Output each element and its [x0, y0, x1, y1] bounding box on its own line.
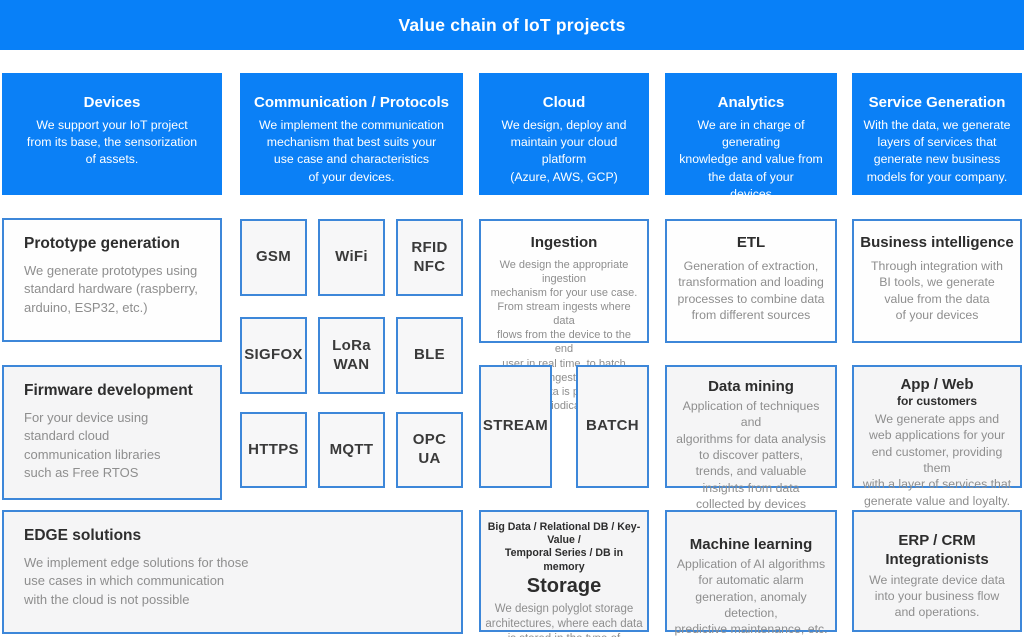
protocol-box-sigfox: SIGFOX	[240, 317, 307, 394]
firmware-development-card: Firmware development For your device usi…	[2, 365, 222, 500]
header-communication-title: Communication / Protocols	[253, 94, 449, 111]
header-cloud-title: Cloud	[542, 94, 586, 111]
storage-db-types: Big Data / Relational DB / Key-Value / T…	[487, 521, 641, 573]
business-intelligence-title: Business intelligence	[860, 234, 1014, 251]
header-communication-desc: We implement the communication mechanism…	[259, 118, 444, 184]
protocol-box-gsm: GSM	[240, 219, 307, 296]
protocol-box-mqtt: MQTT	[318, 412, 385, 488]
app-web-title: App / Web	[900, 376, 974, 393]
app-web-desc: We generate apps and web applications fo…	[862, 412, 1012, 508]
edge-solutions-desc: We implement edge solutions for those us…	[24, 555, 249, 607]
batch-box: BATCH	[576, 365, 649, 488]
business-intelligence-desc: Through integration with BI tools, we ge…	[871, 259, 1003, 323]
protocol-box-lorawan: LoRa WAN	[318, 317, 385, 394]
header-cloud: Cloud We design, deploy and maintain you…	[479, 73, 649, 195]
machine-learning-title: Machine learning	[689, 536, 813, 553]
protocol-box-opc-ua: OPC UA	[396, 412, 463, 488]
etl-card: ETL Generation of extraction, transforma…	[665, 219, 837, 343]
machine-learning-desc: Application of AI algorithms for automat…	[674, 557, 828, 637]
machine-learning-card: Machine learning Application of AI algor…	[665, 510, 837, 636]
prototype-generation-title: Prototype generation	[24, 235, 180, 252]
header-service-generation-desc: With the data, we generate layers of ser…	[863, 118, 1011, 184]
data-mining-desc: Application of techniques and algorithms…	[676, 399, 826, 512]
header-communication: Communication / Protocols We implement t…	[240, 73, 463, 195]
app-web-card: App / Web for customers We generate apps…	[852, 365, 1022, 508]
prototype-generation-card: Prototype generation We generate prototy…	[2, 218, 222, 342]
protocol-box-wifi: WiFi	[318, 219, 385, 296]
data-mining-card: Data mining Application of techniques an…	[665, 365, 837, 511]
protocol-box-ble: BLE	[396, 317, 463, 394]
protocol-box-https: HTTPS	[240, 412, 307, 488]
app-web-subtitle: for customers	[896, 394, 978, 408]
header-devices-title: Devices	[83, 94, 141, 111]
erp-crm-card: ERP / CRM Integrationists We integrate d…	[852, 510, 1022, 632]
edge-solutions-title: EDGE solutions	[24, 527, 142, 544]
page-title: Value chain of IoT projects	[398, 14, 626, 35]
header-analytics-title: Analytics	[717, 94, 785, 111]
firmware-development-title: Firmware development	[24, 382, 193, 399]
erp-crm-title: ERP / CRM Integrationists	[885, 532, 989, 568]
ingestion-card: Ingestion We design the appropriate inge…	[479, 219, 649, 412]
edge-solutions-card: EDGE solutions We implement edge solutio…	[2, 510, 463, 634]
storage-card: Big Data / Relational DB / Key-Value / T…	[479, 510, 649, 637]
stream-box: STREAM	[479, 365, 552, 488]
storage-desc: We design polyglot storage architectures…	[485, 602, 643, 637]
protocol-box-rfid-nfc: RFID NFC	[396, 219, 463, 296]
banner: Value chain of IoT projects	[0, 0, 1024, 50]
header-devices-desc: We support your IoT project from its bas…	[26, 118, 198, 167]
business-intelligence-card: Business intelligence Through integratio…	[852, 219, 1022, 343]
prototype-generation-desc: We generate prototypes using standard ha…	[24, 263, 198, 315]
erp-crm-desc: We integrate device data into your busin…	[869, 572, 1005, 620]
etl-title: ETL	[736, 234, 766, 251]
firmware-development-desc: For your device using standard cloud com…	[24, 410, 161, 481]
header-service-generation-title: Service Generation	[868, 94, 1006, 111]
header-analytics-desc: We are in charge of generating knowledge…	[679, 118, 823, 201]
header-service-generation: Service Generation With the data, we gen…	[852, 73, 1022, 195]
header-devices: Devices We support your IoT project from…	[2, 73, 222, 195]
etl-desc: Generation of extraction, transformation…	[677, 259, 825, 323]
data-mining-title: Data mining	[708, 378, 794, 395]
header-cloud-desc: We design, deploy and maintain your clou…	[501, 118, 627, 184]
header-analytics: Analytics We are in charge of generating…	[665, 73, 837, 201]
ingestion-title: Ingestion	[530, 234, 598, 251]
storage-title: Storage	[526, 574, 602, 597]
